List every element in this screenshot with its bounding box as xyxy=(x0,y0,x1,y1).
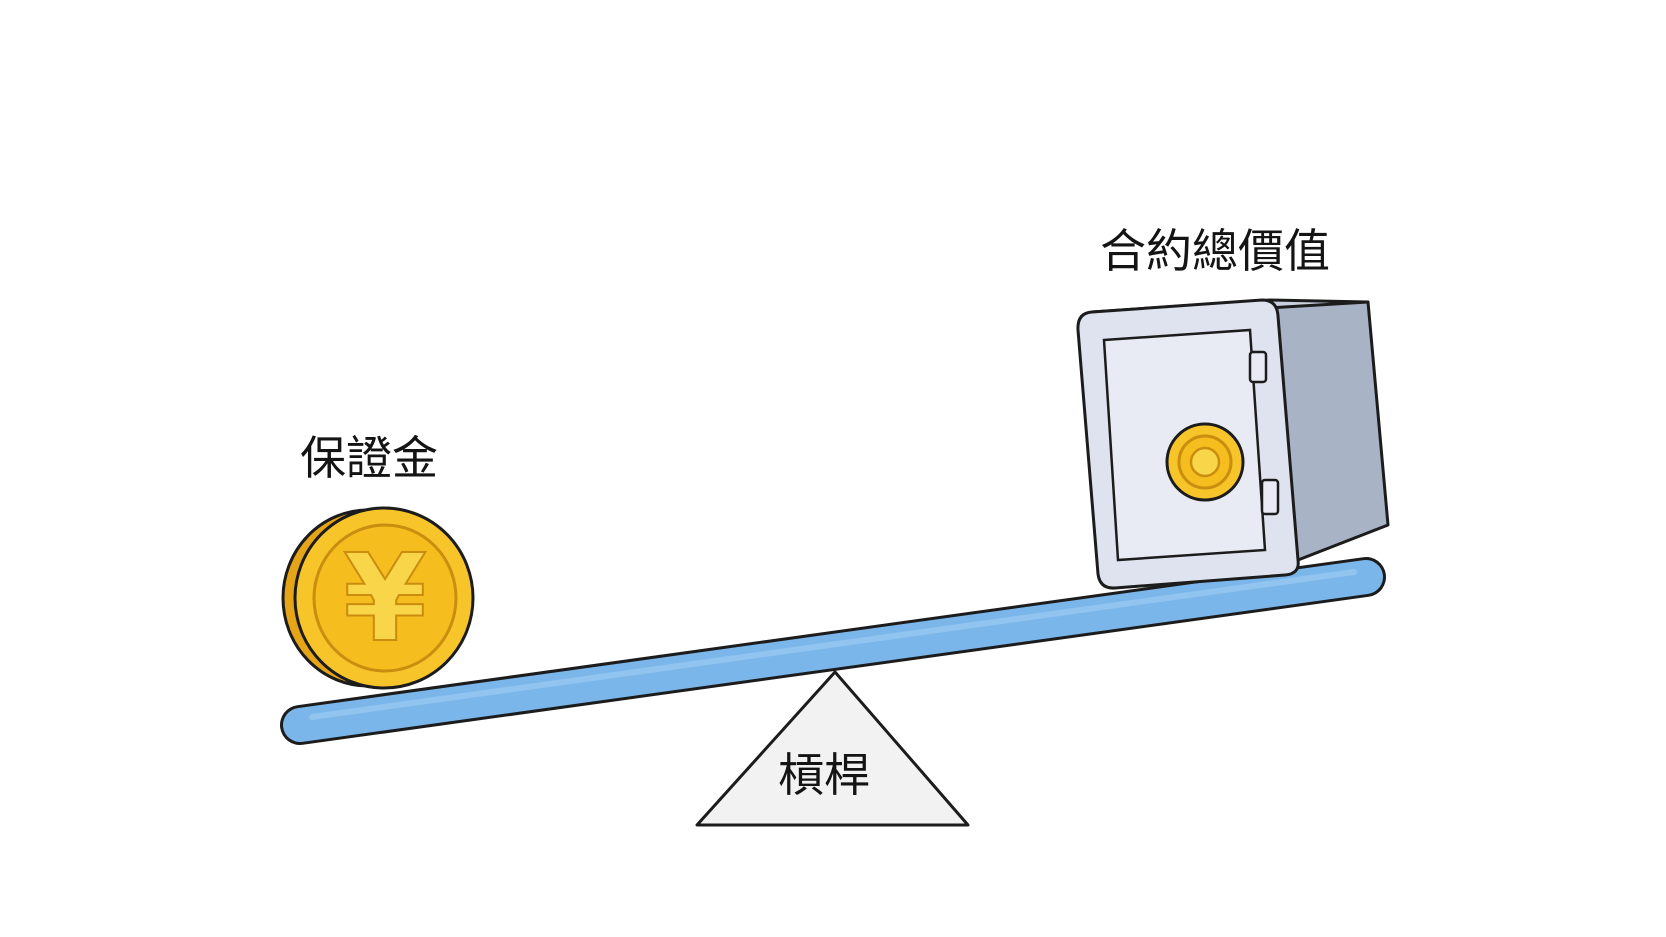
yen-symbol: ¥ xyxy=(343,530,427,669)
contract-value-label: 合約總價值 xyxy=(1100,224,1330,278)
seesaw-beam xyxy=(280,557,1386,745)
leverage-label: 槓桿 xyxy=(778,748,870,802)
margin-label: 保證金 xyxy=(300,431,438,485)
triangle-fulcrum-icon xyxy=(695,670,970,827)
safe-icon xyxy=(1076,298,1390,590)
yen-coin-icon: ¥ xyxy=(281,506,475,690)
